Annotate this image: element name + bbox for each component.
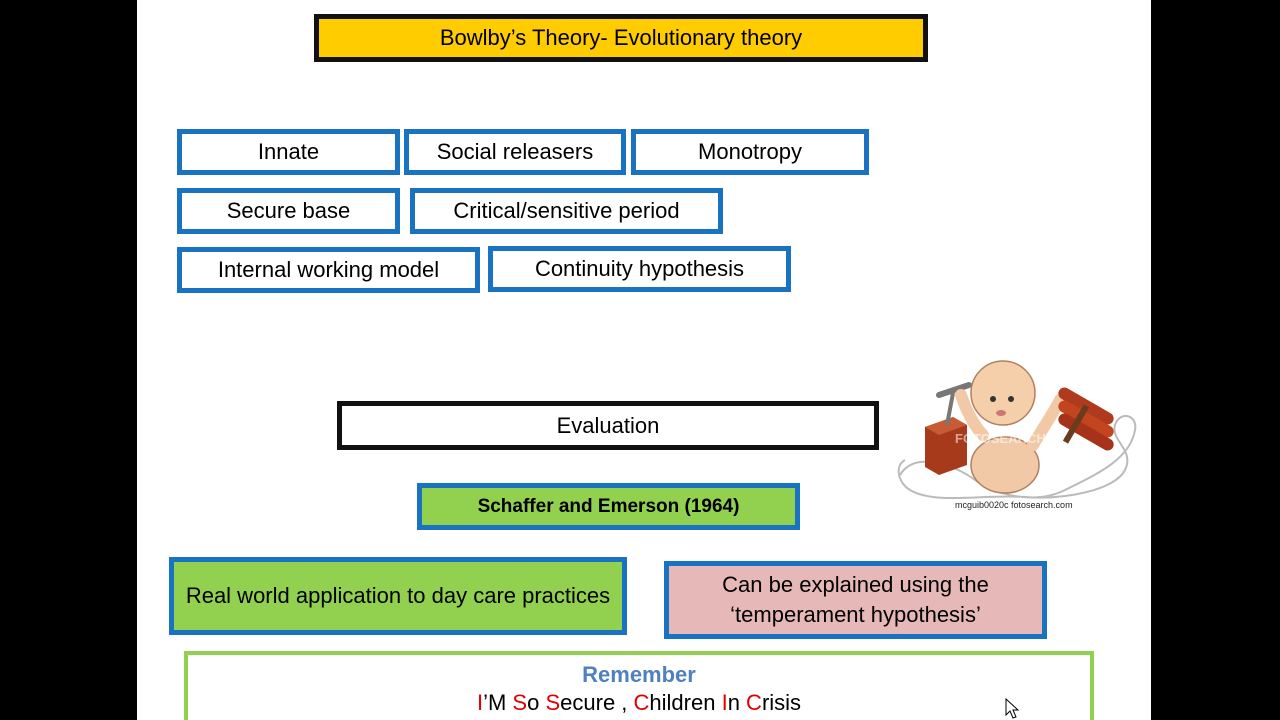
mnemonic-text: n [727,690,747,715]
strength-box: Real world application to day care pract… [169,557,627,635]
mnemonic-initial: I [476,690,484,715]
mnemonic-initial: C [746,690,762,715]
mnemonic-text: o [527,690,546,715]
term-social-releasers: Social releasers [404,129,626,175]
term-innate: Innate [177,129,400,175]
term-label: Critical/sensitive period [453,198,680,223]
term-critical-period: Critical/sensitive period [410,188,723,234]
mnemonic-text: risis [761,690,802,715]
baby-head [970,360,1036,426]
term-secure-base: Secure base [177,188,400,234]
remember-heading: Remember [582,662,696,687]
remember-box: Remember I’M So Secure , Children In Cri… [184,651,1094,720]
mnemonic-initial: C [633,690,650,715]
term-continuity-hypothesis: Continuity hypothesis [488,246,791,292]
study-text: Schaffer and Emerson (1964) [477,495,740,517]
watermark: FOTOSEARCH [955,431,1046,446]
mnemonic-text: hildren [649,690,722,715]
baby-dynamite-clipart: FOTOSEARCH mcguib0020c fotosearch.com [897,360,1137,510]
term-label: Monotropy [698,139,802,164]
mnemonic-initial: S [512,690,528,715]
slide-title: Bowlby’s Theory- Evolutionary theory [314,14,928,62]
mnemonic-line: I’M So Secure , Children In Crisis [188,688,1090,718]
term-internal-working-model: Internal working model [177,247,480,293]
term-label: Internal working model [217,257,440,282]
mouse-pointer-icon [1005,698,1020,719]
term-label: Innate [257,139,320,164]
term-label: Continuity hypothesis [534,256,745,281]
dynamite-bundle [1058,387,1114,451]
term-monotropy: Monotropy [631,129,869,175]
baby-body [970,436,1040,494]
weakness-text: Can be explained using the ‘temperament … [722,572,989,627]
weakness-box: Can be explained using the ‘temperament … [664,561,1047,639]
clipart-caption: mcguib0020c fotosearch.com [955,500,1073,510]
mnemonic-text: ecure , [560,690,634,715]
mnemonic-initial: I [721,690,728,715]
study-box: Schaffer and Emerson (1964) [417,483,800,530]
mnemonic-text: ’M [483,690,513,715]
strength-text: Real world application to day care pract… [185,583,611,608]
term-label: Secure base [226,198,351,223]
evaluation-heading: Evaluation [337,401,879,450]
slide-title-text: Bowlby’s Theory- Evolutionary theory [439,25,803,50]
slide: Bowlby’s Theory- Evolutionary theory Inn… [137,0,1151,720]
evaluation-heading-text: Evaluation [556,412,660,438]
mnemonic-initial: S [545,690,561,715]
term-label: Social releasers [436,139,594,164]
